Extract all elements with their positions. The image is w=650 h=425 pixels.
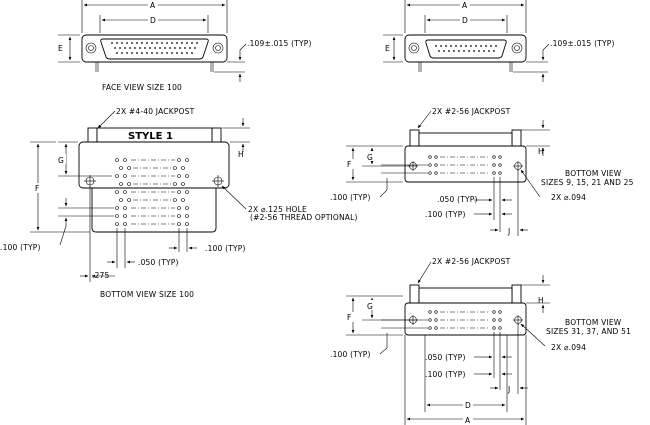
dim-h-label-2: H xyxy=(538,147,544,156)
typ-050-label-2: .050 (TYP) xyxy=(437,195,478,204)
dim-e-label-2: E xyxy=(385,44,390,53)
typ-100-label-4: .100 (TYP) xyxy=(425,210,466,219)
bottom-view-label-2: BOTTOM VIEW xyxy=(565,318,622,327)
dim-a-label-3: A xyxy=(465,416,471,425)
jackpost-256-label-1: 2X #2-56 JACKPOST xyxy=(432,107,511,116)
sizes-9-25-label: SIZES 9, 15, 21 AND 25 xyxy=(541,178,634,187)
dim-275-label: .275 xyxy=(92,271,110,280)
face-view-caption: FACE VIEW SIZE 100 xyxy=(102,83,182,92)
dim-f-label-2: F xyxy=(347,160,352,169)
dim-g-label-2: G xyxy=(367,153,373,162)
dim-g-label: G xyxy=(58,156,64,165)
dim-j-label-2: J xyxy=(507,385,510,394)
face-view-small: A D E .109±.015 (TYP) xyxy=(382,0,615,82)
dim-g-label-3: G xyxy=(367,302,373,311)
dim-d-label-3: D xyxy=(465,401,471,410)
typ-100-label-2: .100 (TYP) xyxy=(205,244,246,253)
jackpost-256-label-2: 2X #2-56 JACKPOST xyxy=(432,257,511,266)
bottom-view-size-100: 2X #4-40 JACKPOST STYLE 1 xyxy=(0,107,358,299)
thread-callout: (#2-56 THREAD OPTIONAL) xyxy=(250,213,358,222)
typ-100-label-1: .100 (TYP) xyxy=(0,243,41,252)
dim-e-label: E xyxy=(58,44,63,53)
dim-h-label-3: H xyxy=(538,296,544,305)
typ-100-label-6: .100 (TYP) xyxy=(425,370,466,379)
dim-f-label: F xyxy=(35,184,40,193)
tolerance-label-2: .109±.015 (TYP) xyxy=(550,39,615,48)
typ-100-label-5: .100 (TYP) xyxy=(330,350,371,359)
hole-callout: 2X ⌀.125 HOLE xyxy=(248,205,307,214)
dim-a-label-2: A xyxy=(462,1,468,10)
dim-a-label: A xyxy=(150,1,156,10)
dia-094-label-2: 2X ⌀.094 xyxy=(551,343,586,352)
tolerance-label-1: .109±.015 (TYP) xyxy=(247,39,312,48)
bottom-view-sizes-31-51: 2X #2-56 JACKPOST G F H BOTTOM VIEW xyxy=(330,257,631,425)
dim-j-label-1: J xyxy=(507,227,510,236)
typ-100-label-3: .100 (TYP) xyxy=(330,193,371,202)
dim-d-label: D xyxy=(150,16,156,25)
typ-050-label-3: .050 (TYP) xyxy=(425,353,466,362)
dim-h-label: H xyxy=(238,150,244,159)
sizes-31-51-label: SIZES 31, 37, AND 51 xyxy=(546,327,631,336)
dim-d-label-2: D xyxy=(462,16,468,25)
dia-094-label-1: 2X ⌀.094 xyxy=(551,193,586,202)
bottom-view-100-caption: BOTTOM VIEW SIZE 100 xyxy=(100,290,194,299)
bottom-view-sizes-9-25: 2X #2-56 JACKPOST G F H BOTTOM VIEW xyxy=(330,107,634,236)
dim-f-label-3: F xyxy=(347,313,352,322)
bottom-view-label-1: BOTTOM VIEW xyxy=(565,169,622,178)
face-view-size-100: A D E .109±.015 (TYP) FACE V xyxy=(56,0,312,92)
style-1-label: STYLE 1 xyxy=(128,131,173,142)
typ-050-label-1: .050 (TYP) xyxy=(138,258,179,267)
jackpost-440-label: 2X #4-40 JACKPOST xyxy=(116,107,195,116)
